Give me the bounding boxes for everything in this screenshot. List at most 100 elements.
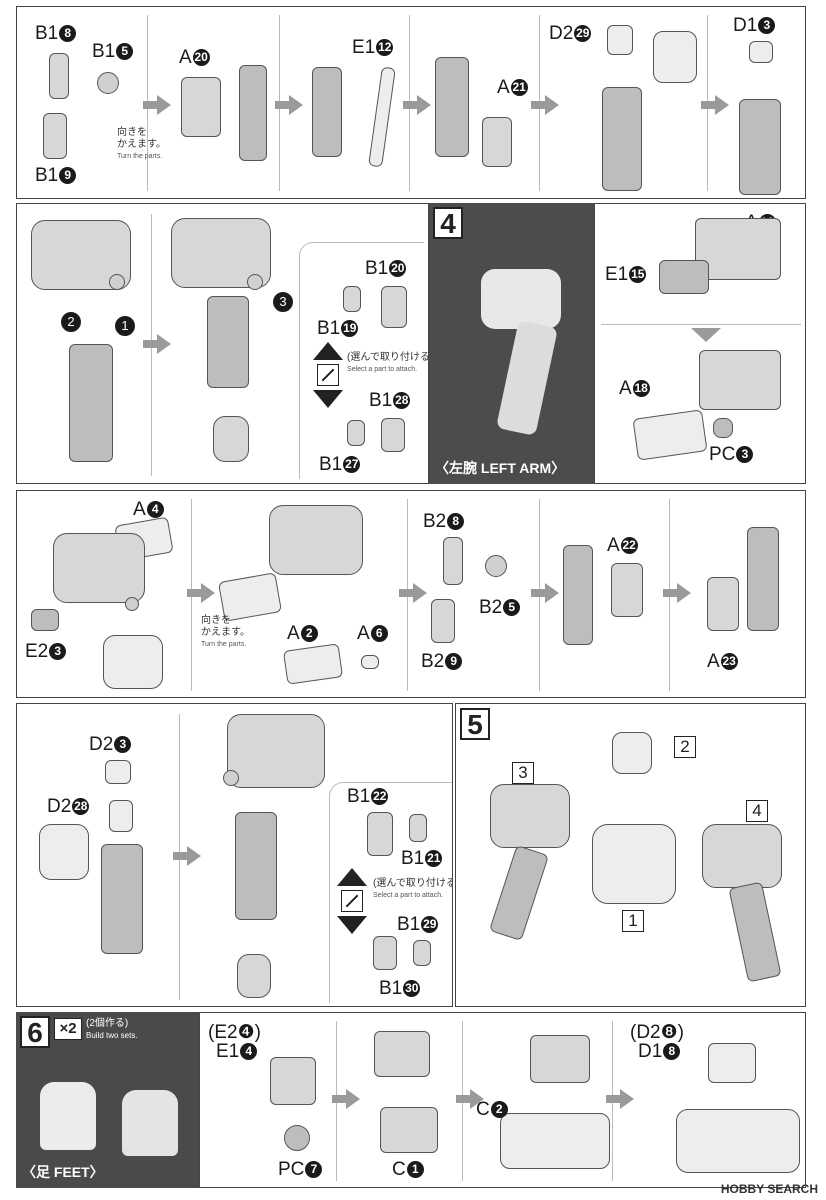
step-arrow (187, 583, 215, 603)
part-b1-19 (343, 286, 361, 312)
turn-note: 向きを かえます。Turn the parts. (201, 615, 250, 648)
box-num-2: 2 (674, 736, 696, 758)
part-e2-3 (31, 609, 59, 631)
watermark: HOBBY SEARCH (720, 1182, 818, 1196)
step-number-6: 6 (20, 1016, 50, 1048)
photo-caption-feet: 〈足 FEET〉 (22, 1164, 104, 1180)
step-arrow (456, 1089, 484, 1109)
step-arrow (275, 95, 303, 115)
select-icon (317, 364, 339, 386)
step-arrow (143, 334, 171, 354)
part-b1-29 (413, 940, 431, 966)
part-b2-9 (431, 599, 455, 643)
part-b1-21 (409, 814, 427, 842)
part-upper-arm (699, 350, 781, 410)
part-arm-assembly (235, 812, 277, 920)
part-e2-3-zoom (103, 635, 163, 689)
step-arrow (531, 95, 559, 115)
part-arm-assembly (563, 545, 593, 645)
part-e1-4 (270, 1057, 316, 1105)
part-b1-9 (43, 113, 67, 159)
step-number-4: 4 (433, 207, 463, 239)
callout-2: 2 (61, 312, 81, 332)
part-joint (223, 770, 239, 786)
part-c1 (380, 1107, 438, 1153)
part-joint (109, 274, 125, 290)
select-note: (選んで取り付ける)Select a part to attach. (347, 352, 429, 373)
step-arrow (399, 583, 427, 603)
part-b2-5 (485, 555, 507, 577)
step-arrow (663, 583, 691, 603)
arm-photo-shoulder (481, 269, 561, 329)
step5-panel: 5 3 2 4 1 (455, 703, 806, 1007)
foot-photo-right (122, 1090, 178, 1156)
select-note: (選んで取り付ける)Select a part to attach. (373, 878, 453, 899)
part-a20 (181, 77, 221, 137)
part-arm-assembly (739, 99, 781, 195)
part-left-arm (702, 824, 782, 888)
label-d2-8: (D2❽) (630, 1022, 684, 1043)
select-arrow-down (313, 390, 343, 408)
part-a22 (611, 563, 643, 617)
part-b1-27 (347, 420, 365, 446)
callout-3: 3 (273, 292, 293, 312)
step-arrow (332, 1089, 360, 1109)
part-b1-28 (381, 418, 405, 452)
part-a18 (632, 409, 708, 461)
separator-line (601, 324, 801, 325)
part-left-forearm (728, 881, 782, 983)
part-shoulder (269, 505, 363, 575)
part-b1-8 (49, 53, 69, 99)
step-arrow (606, 1089, 634, 1109)
part-arm-assembly (101, 844, 143, 954)
part-b1-22 (367, 812, 393, 856)
part-d1-8 (708, 1043, 756, 1083)
part-arm-assembly (435, 57, 469, 157)
part-shoulder (227, 714, 325, 788)
part-head (612, 732, 652, 774)
part-a6 (361, 655, 379, 669)
multiplier-badge: ×2 (54, 1018, 82, 1040)
step-arrow (403, 95, 431, 115)
box-num-1: 1 (622, 910, 644, 932)
select-arrow-up (313, 342, 343, 360)
turn-note: 向きを かえます。Turn the parts. (117, 127, 166, 160)
step-arrow (701, 95, 729, 115)
arm-photo-forearm (496, 320, 558, 436)
photo-caption-left-arm: 〈左腕 LEFT ARM〉 (435, 460, 566, 476)
part-foot-joint (374, 1031, 430, 1077)
part-right-arm (490, 784, 570, 848)
select-icon (341, 890, 363, 912)
part-joint (125, 597, 139, 611)
label-e2-4: (E2❹) (208, 1022, 261, 1043)
step-number-5: 5 (460, 708, 490, 740)
step-arrow (531, 583, 559, 603)
part-a23 (707, 577, 739, 631)
part-d2-3 (105, 760, 131, 784)
part-a2 (282, 643, 344, 685)
